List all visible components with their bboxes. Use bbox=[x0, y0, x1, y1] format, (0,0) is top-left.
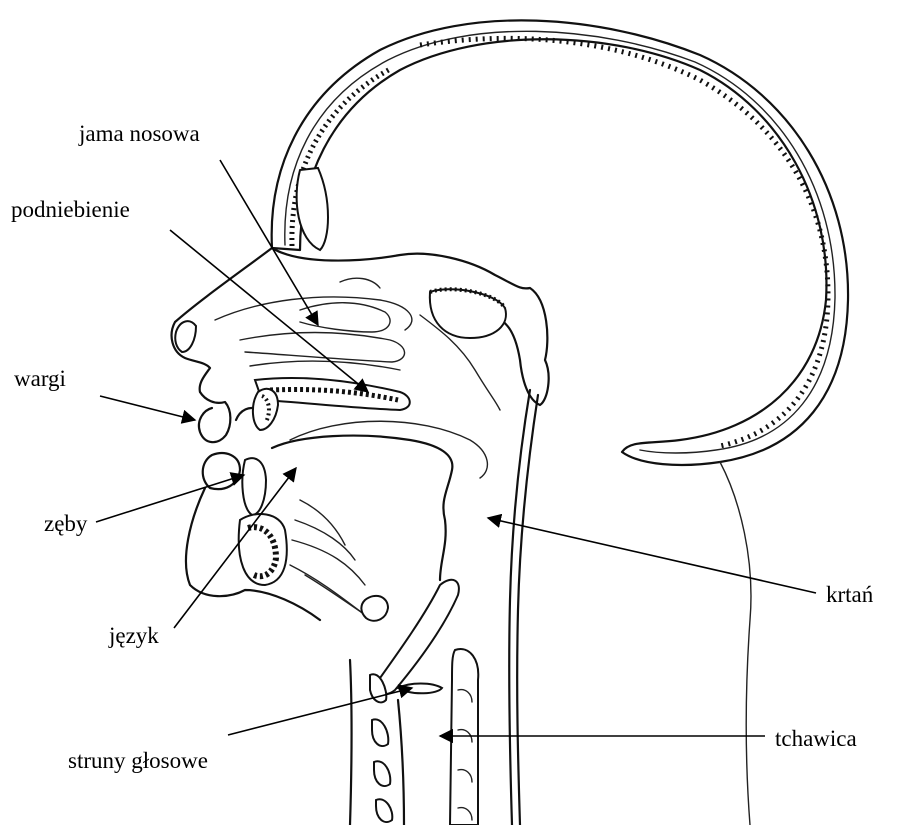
label-nasal-cavity: jama nosowa bbox=[78, 121, 200, 146]
label-vocal-cords: struny głosowe bbox=[68, 748, 208, 773]
label-trachea: tchawica bbox=[775, 726, 857, 751]
arrow-teeth bbox=[96, 475, 244, 522]
label-tongue: język bbox=[108, 623, 159, 648]
label-lips: wargi bbox=[14, 366, 66, 391]
throat-region bbox=[350, 390, 751, 825]
arrow-palate bbox=[170, 230, 368, 392]
label-larynx: krtań bbox=[826, 582, 874, 607]
label-palate: podniebienie bbox=[11, 197, 130, 222]
label-teeth: zęby bbox=[44, 511, 88, 536]
arrow-lips bbox=[100, 396, 195, 420]
arrow-larynx bbox=[488, 518, 816, 593]
